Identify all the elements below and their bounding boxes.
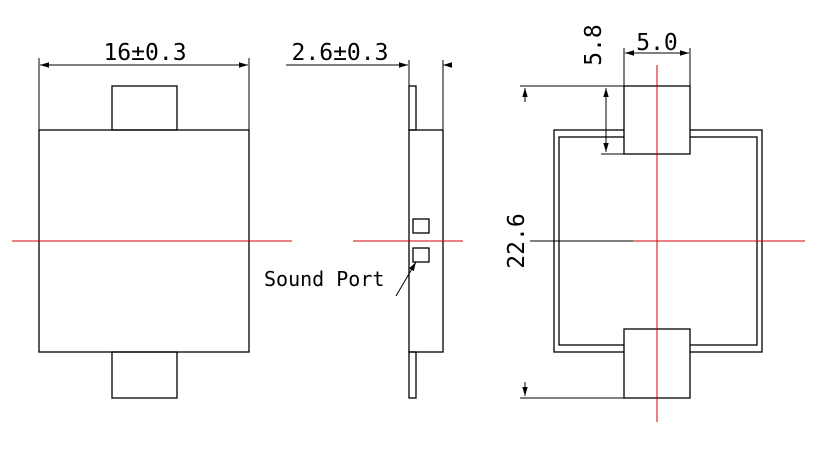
bottom-width-dimension-text: 5.0 [636,30,678,56]
front-bottom-tab [111,351,178,399]
bottom-view: 22.6 5.8 5.0 [504,24,805,422]
sound-port-leader [395,261,417,297]
sound-port-lower [412,247,430,263]
front-width-dimension-text: 16±0.3 [103,40,186,66]
side-top-tab [408,85,417,131]
sound-port-label: Sound Port [264,267,384,291]
side-thickness-dimension-text: 2.6±0.3 [292,40,389,66]
front-top-tab [111,85,178,131]
side-bottom-tab [408,351,417,399]
sound-port-upper [412,218,430,234]
side-view: 2.6±0.3 Sound Port [264,40,463,399]
front-view: 16±0.3 [12,40,292,399]
bottom-offset-dimension-text: 5.8 [581,24,607,66]
bottom-length-dimension-text: 22.6 [504,213,530,268]
